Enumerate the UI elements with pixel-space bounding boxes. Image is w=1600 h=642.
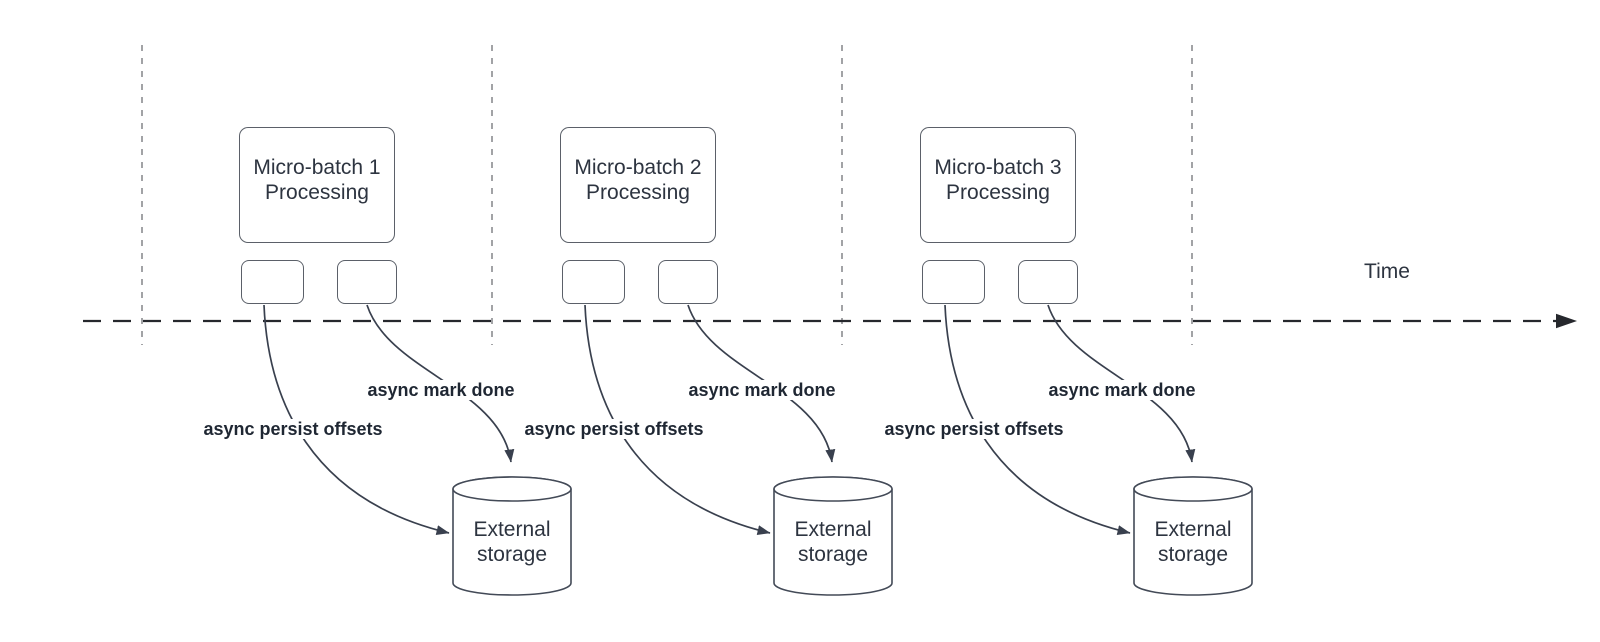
external-storage-2-line2: storage <box>797 543 869 566</box>
persist-offsets-arrow-3 <box>944 304 1131 535</box>
external-storage-3-top <box>1133 476 1253 502</box>
task-box-left-3 <box>922 260 985 304</box>
external-storage-2-top <box>773 476 893 502</box>
task-box-right-3 <box>1018 260 1078 304</box>
mark-done-label-2: async mark done <box>685 380 839 400</box>
microbatch-1-label-line2: Processing <box>265 180 369 204</box>
external-storage-1-line2: storage <box>476 543 548 566</box>
external-storage-3-label: External storage <box>1134 517 1252 567</box>
external-storage-2-line1: External <box>794 518 872 541</box>
mark-done-label-1: async mark done <box>364 380 518 400</box>
microbatch-1-label-line1: Micro-batch 1 <box>253 155 381 179</box>
external-storage-2-label: External storage <box>774 517 892 567</box>
time-axis-arrowhead <box>1556 313 1577 329</box>
task-box-left-2 <box>562 260 625 304</box>
task-box-left-1 <box>241 260 304 304</box>
microbatch-1-processing-box: Micro-batch 1 Processing <box>239 127 395 243</box>
mark-done-label-3: async mark done <box>1045 380 1199 400</box>
persist-offsets-label-2: async persist offsets <box>521 419 707 439</box>
persist-offsets-arrow-1 <box>263 304 450 535</box>
external-storage-1-top <box>452 476 572 502</box>
persist-offsets-label-3: async persist offsets <box>881 419 1067 439</box>
task-box-right-2 <box>658 260 718 304</box>
external-storage-3-line2: storage <box>1157 543 1229 566</box>
microbatch-2-label-line1: Micro-batch 2 <box>574 155 702 179</box>
external-storage-1-line1: External <box>473 518 551 541</box>
task-box-right-1 <box>337 260 397 304</box>
microbatch-2-label-line2: Processing <box>586 180 690 204</box>
microbatch-3-label-line1: Micro-batch 3 <box>934 155 1062 179</box>
persist-offsets-arrow-2 <box>584 304 771 535</box>
microbatch-2-processing-box: Micro-batch 2 Processing <box>560 127 716 243</box>
external-storage-3-line1: External <box>1154 518 1232 541</box>
time-axis-label: Time <box>1364 260 1410 283</box>
microbatch-3-processing-box: Micro-batch 3 Processing <box>920 127 1076 243</box>
microbatch-3-label-line2: Processing <box>946 180 1050 204</box>
external-storage-1-label: External storage <box>453 517 571 567</box>
persist-offsets-label-1: async persist offsets <box>200 419 386 439</box>
